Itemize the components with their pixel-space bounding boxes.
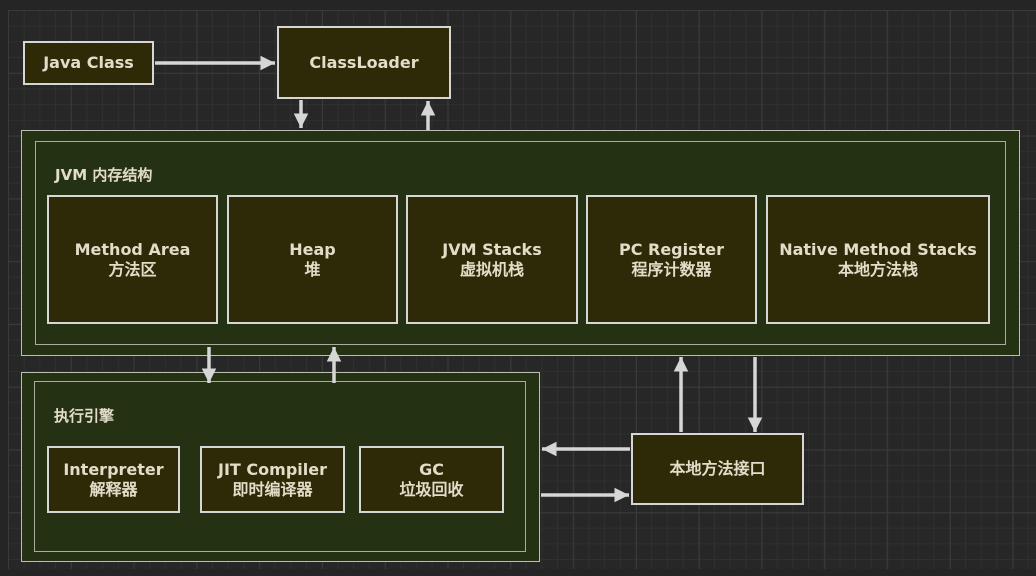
interpreter-label-zh: 解释器 (89, 479, 138, 499)
heap-label-en: Heap (289, 239, 336, 259)
jit-compiler-node[interactable]: JIT Compiler 即时编译器 (200, 446, 345, 513)
java-class-label: Java Class (43, 53, 134, 72)
pc-register-label-en: PC Register (618, 239, 725, 259)
pc-register-label-zh: 程序计数器 (631, 259, 712, 279)
jvm-memory-title: JVM 内存结构 (55, 166, 153, 184)
jvm-stacks-node[interactable]: JVM Stacks 虚拟机栈 (406, 195, 578, 324)
pc-register-node[interactable]: PC Register 程序计数器 (586, 195, 757, 324)
class-loader-node[interactable]: ClassLoader (277, 26, 451, 99)
jit-compiler-label-en: JIT Compiler (218, 459, 327, 479)
native-interface-label: 本地方法接口 (669, 459, 766, 478)
native-interface-node[interactable]: 本地方法接口 (631, 433, 804, 505)
native-method-stacks-label-en: Native Method Stacks (779, 239, 977, 259)
gc-node[interactable]: GC 垃圾回收 (359, 446, 504, 513)
java-class-node[interactable]: Java Class (23, 41, 154, 85)
jvm-memory-inner-frame (35, 141, 1006, 345)
method-area-node[interactable]: Method Area 方法区 (47, 195, 218, 324)
jvm-stacks-label-en: JVM Stacks (442, 239, 542, 259)
native-method-stacks-label-zh: 本地方法栈 (837, 259, 918, 279)
jvm-stacks-label-zh: 虚拟机栈 (459, 259, 524, 279)
jit-compiler-label-zh: 即时编译器 (232, 479, 313, 499)
interpreter-node[interactable]: Interpreter 解释器 (47, 446, 180, 513)
execution-engine-title: 执行引擎 (54, 407, 115, 425)
native-method-stacks-node[interactable]: Native Method Stacks 本地方法栈 (766, 195, 990, 324)
method-area-label-zh: 方法区 (108, 259, 157, 279)
heap-node[interactable]: Heap 堆 (227, 195, 398, 324)
gc-label-en: GC (419, 459, 444, 479)
heap-label-zh: 堆 (304, 259, 321, 279)
execution-engine-inner-frame (34, 381, 526, 552)
interpreter-label-en: Interpreter (63, 459, 164, 479)
method-area-label-en: Method Area (74, 239, 191, 259)
class-loader-label: ClassLoader (309, 52, 419, 72)
gc-label-zh: 垃圾回收 (399, 479, 464, 499)
